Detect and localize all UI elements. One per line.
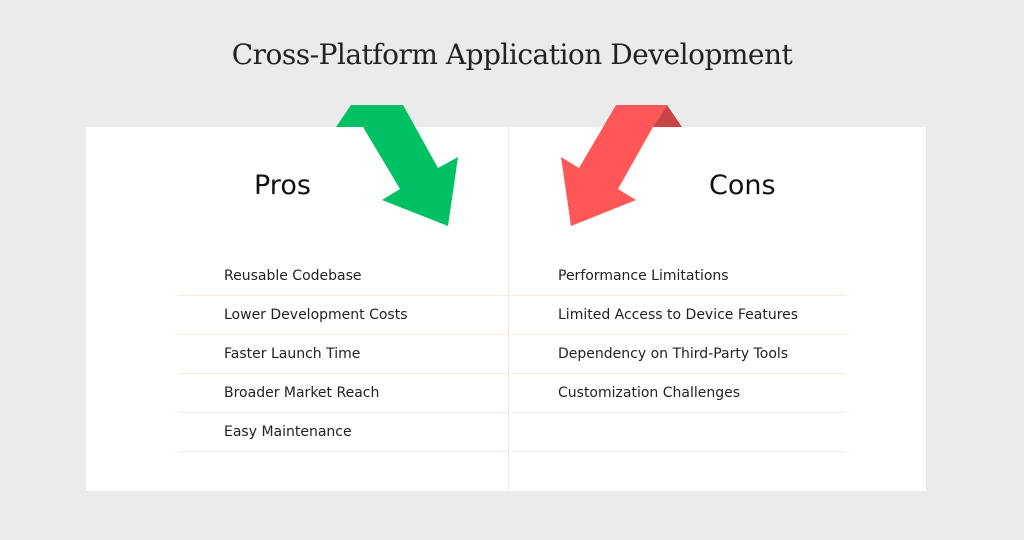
list-item: Broader Market Reach bbox=[178, 374, 508, 413]
list-item: Dependency on Third-Party Tools bbox=[512, 335, 846, 374]
list-item: Performance Limitations bbox=[512, 257, 846, 296]
page-title: Cross-Platform Application Development bbox=[231, 38, 793, 71]
list-item bbox=[512, 413, 846, 452]
red-arrow-fold-shadow bbox=[653, 105, 682, 127]
pros-list: Reusable Codebase Lower Development Cost… bbox=[178, 257, 508, 452]
list-item: Faster Launch Time bbox=[178, 335, 508, 374]
list-item: Limited Access to Device Features bbox=[512, 296, 846, 335]
red-arrow-down-left-icon bbox=[561, 105, 667, 226]
list-item: Easy Maintenance bbox=[178, 413, 508, 452]
green-arrow-down-right-icon bbox=[336, 105, 458, 226]
pros-cons-card bbox=[86, 127, 926, 491]
list-item: Lower Development Costs bbox=[178, 296, 508, 335]
cons-list: Performance Limitations Limited Access t… bbox=[512, 257, 846, 452]
list-item: Reusable Codebase bbox=[178, 257, 508, 296]
pros-heading: Pros bbox=[254, 170, 311, 201]
list-item: Customization Challenges bbox=[512, 374, 846, 413]
cons-heading: Cons bbox=[709, 170, 776, 201]
column-divider bbox=[508, 127, 509, 491]
